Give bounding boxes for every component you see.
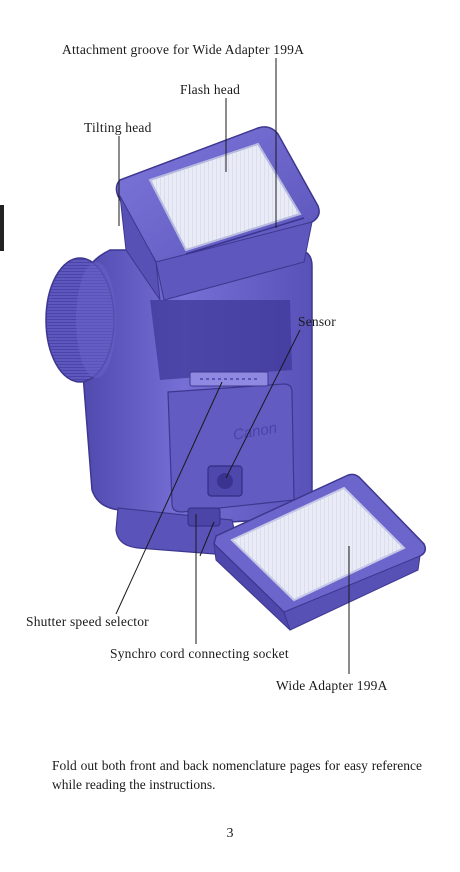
- leader-lines: [115, 58, 350, 674]
- label-synchro-cord-socket: Synchro cord connecting socket: [110, 646, 289, 661]
- page-edge-tab: [0, 205, 4, 251]
- flash-head: [115, 126, 320, 301]
- instruction-caption: Fold out both front and back nomenclatur…: [52, 758, 422, 792]
- label-flash-head: Flash head: [180, 82, 241, 97]
- label-shutter-speed-selector: Shutter speed selector: [26, 614, 149, 629]
- label-sensor: Sensor: [298, 314, 336, 329]
- flash-body: [45, 249, 313, 557]
- label-tilting-head: Tilting head: [84, 120, 152, 135]
- page-number: 3: [226, 826, 234, 841]
- label-attachment-groove: Attachment groove for Wide Adapter 199A: [62, 42, 305, 57]
- label-wide-adapter: Wide Adapter 199A: [276, 678, 388, 693]
- wide-adapter-illustration: [213, 473, 427, 631]
